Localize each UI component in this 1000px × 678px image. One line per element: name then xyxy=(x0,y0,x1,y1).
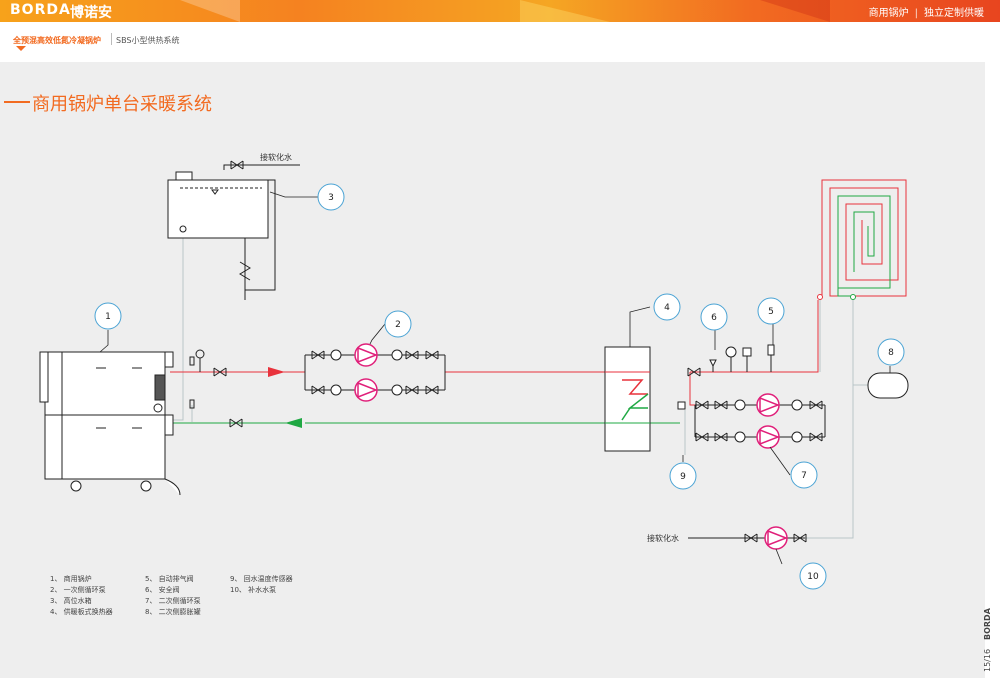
callout-3: 3 xyxy=(328,193,334,203)
callout-2: 2 xyxy=(395,320,401,330)
soft-water-label-top: 接软化水 xyxy=(260,152,292,162)
callout-9: 9 xyxy=(680,472,686,482)
callout-7: 7 xyxy=(801,471,807,481)
high-level-water-tank xyxy=(167,171,269,239)
make-up-water-pipes xyxy=(170,238,868,539)
tank-overflow-pipe xyxy=(223,164,300,300)
return-flow-arrow xyxy=(285,418,302,428)
title-accent-line xyxy=(4,101,30,103)
secondary-instruments xyxy=(677,344,775,410)
banner-decoration xyxy=(180,0,240,22)
floor-heating-coil xyxy=(821,179,907,297)
system-diagram: 1 2 3 4 5 6 7 8 9 10 接软化水 接软化水 xyxy=(39,152,909,590)
legend-column-1: 1、 商用锅炉 2、 一次侧循环泵 3、 高位水箱 4、 供暖板式换热器 xyxy=(50,574,113,618)
legend-item: 4、 供暖板式换热器 xyxy=(50,608,113,616)
top-banner: BORDA 博诺安 商用锅炉 | 独立定制供暖 xyxy=(0,0,1000,22)
top-nav: 商用锅炉 | 独立定制供暖 xyxy=(863,4,990,19)
tab-sbs-heating-system[interactable]: SBS小型供热系统 xyxy=(116,36,180,45)
supply-flow-arrow xyxy=(268,367,285,377)
callout-numbers: 1 2 3 4 5 6 7 8 9 10 xyxy=(105,193,894,582)
boiler-instruments xyxy=(153,349,205,413)
callout-8: 8 xyxy=(888,348,894,358)
callout-10: 10 xyxy=(807,572,819,582)
brand-name-cn: 博诺安 xyxy=(70,5,112,21)
legend-item: 9、 回水温度传感器 xyxy=(230,575,293,583)
side-brand: BORDA xyxy=(983,608,992,640)
expansion-tank xyxy=(867,372,909,399)
callout-5: 5 xyxy=(768,307,774,317)
tab-bar xyxy=(0,22,1000,62)
tab-condensing-boiler[interactable]: 全预混高效低氮冷凝锅炉 xyxy=(13,36,101,45)
banner-decoration xyxy=(760,0,830,22)
make-up-water-pump xyxy=(688,526,807,550)
brand-logo[interactable]: BORDA xyxy=(10,2,71,18)
tab-divider xyxy=(111,33,112,45)
legend-column-3: 9、 回水温度传感器 10、 补水水泵 xyxy=(230,574,293,596)
callout-4: 4 xyxy=(664,303,670,313)
nav-item-commercial-boiler[interactable]: 商用锅炉 xyxy=(868,8,909,19)
legend-item: 6、 安全阀 xyxy=(145,586,180,594)
callout-1: 1 xyxy=(105,312,111,322)
legend-item: 3、 高位水箱 xyxy=(50,597,92,605)
nav-item-custom-heating[interactable]: 独立定制供暖 xyxy=(924,8,984,19)
page-title: 商用锅炉单台采暖系统 xyxy=(32,94,212,115)
soft-water-label-bottom: 接软化水 xyxy=(647,533,679,543)
legend-item: 8、 二次侧膨胀罐 xyxy=(145,608,201,616)
active-tab-indicator xyxy=(16,46,26,51)
legend-item: 10、 补水水泵 xyxy=(230,586,277,594)
callout-leaders xyxy=(99,191,891,565)
banner-decoration xyxy=(520,0,610,22)
legend-item: 5、 自动排气阀 xyxy=(145,575,194,583)
callout-circles xyxy=(94,183,905,590)
callout-6: 6 xyxy=(711,313,717,323)
legend-item: 2、 一次侧循环泵 xyxy=(50,586,106,594)
page-number: 15/16 xyxy=(983,648,992,672)
secondary-pump-row xyxy=(695,393,823,449)
legend-column-2: 5、 自动排气阀 6、 安全阀 7、 二次侧循环泵 8、 二次侧膨胀罐 xyxy=(145,574,201,618)
primary-pump-row xyxy=(311,343,439,402)
nav-separator: | xyxy=(914,8,918,19)
legend-item: 7、 二次侧循环泵 xyxy=(145,597,201,605)
commercial-boiler xyxy=(39,351,181,496)
side-strip xyxy=(985,590,1000,678)
plate-heat-exchanger xyxy=(604,346,651,452)
legend-item: 1、 商用锅炉 xyxy=(50,575,92,583)
